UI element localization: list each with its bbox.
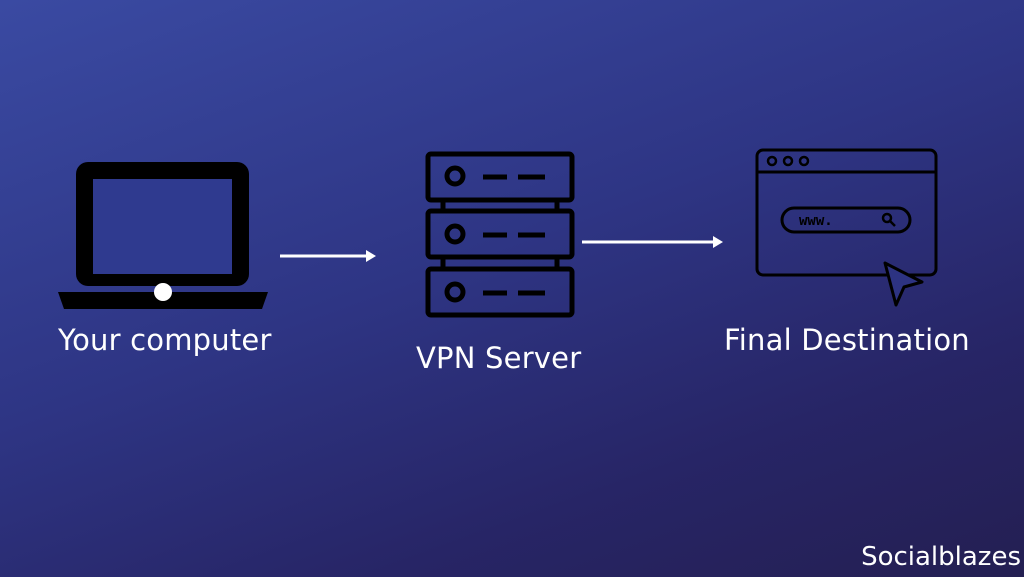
window-dot-icon	[766, 155, 778, 167]
node-label-computer: Your computer	[58, 323, 272, 357]
url-text: www.	[799, 213, 833, 229]
arrow-vpn-to-destination	[582, 236, 723, 248]
node-label-vpn-server: VPN Server	[416, 341, 582, 375]
search-icon	[881, 212, 896, 227]
brand-watermark: Socialblazes	[861, 542, 1021, 572]
window-dot-icon	[782, 155, 794, 167]
address-bar	[780, 206, 912, 234]
arrow-computer-to-vpn	[280, 250, 376, 262]
laptop-power-dot	[154, 283, 172, 301]
cursor-icon	[883, 261, 924, 307]
server-rack-icon	[425, 151, 575, 318]
browser-window-icon: www.	[755, 148, 938, 307]
laptop-icon	[58, 162, 268, 309]
node-label-final-destination: Final Destination	[724, 323, 970, 357]
window-dot-icon	[798, 155, 810, 167]
